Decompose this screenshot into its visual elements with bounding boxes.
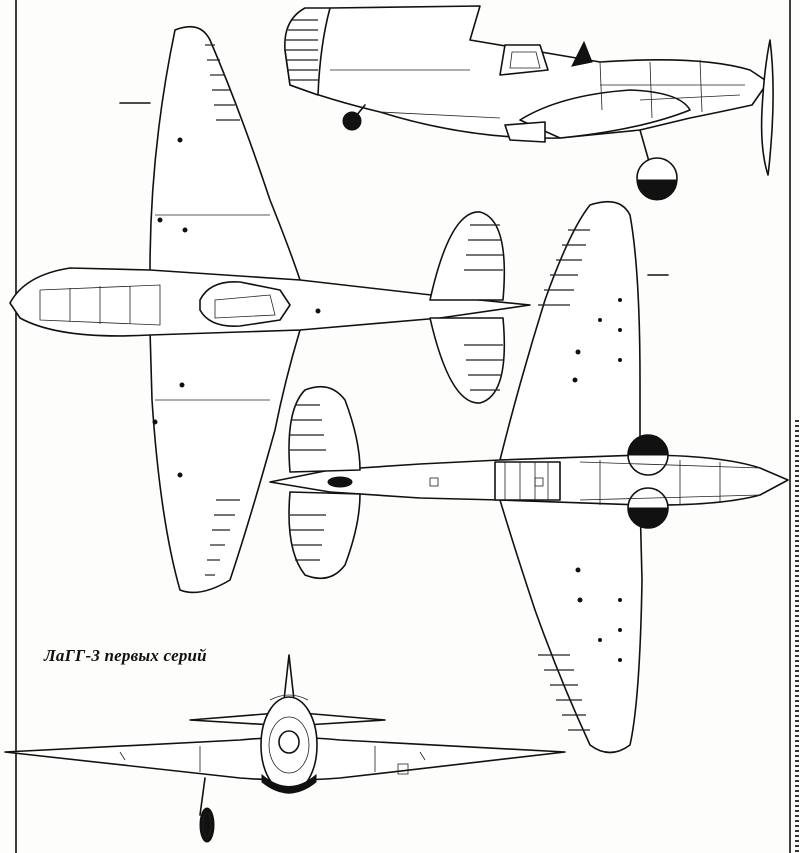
bottom-tail-wheel bbox=[327, 476, 353, 488]
bottom-tailplane-lower bbox=[288, 491, 361, 580]
bottom-right-wing bbox=[499, 499, 643, 754]
bottom-tailplane-upper bbox=[288, 385, 361, 473]
front-spinner bbox=[278, 730, 300, 754]
side-canopy bbox=[499, 44, 549, 76]
drawing-caption: ЛаГГ-3 первых серий bbox=[44, 646, 207, 665]
top-tailplane-upper bbox=[429, 211, 506, 301]
side-propeller bbox=[760, 39, 774, 176]
side-radiator bbox=[504, 121, 546, 143]
bottom-radiator bbox=[494, 461, 561, 501]
bottom-view bbox=[269, 200, 789, 754]
top-right-wing bbox=[149, 329, 301, 594]
front-left-wheel bbox=[199, 807, 215, 843]
top-view bbox=[9, 25, 531, 594]
bottom-left-wing bbox=[499, 200, 641, 461]
front-view bbox=[4, 654, 566, 843]
front-fin bbox=[283, 654, 295, 701]
side-windscreen bbox=[571, 40, 593, 67]
top-left-wing bbox=[149, 25, 301, 286]
side-view bbox=[284, 5, 774, 201]
